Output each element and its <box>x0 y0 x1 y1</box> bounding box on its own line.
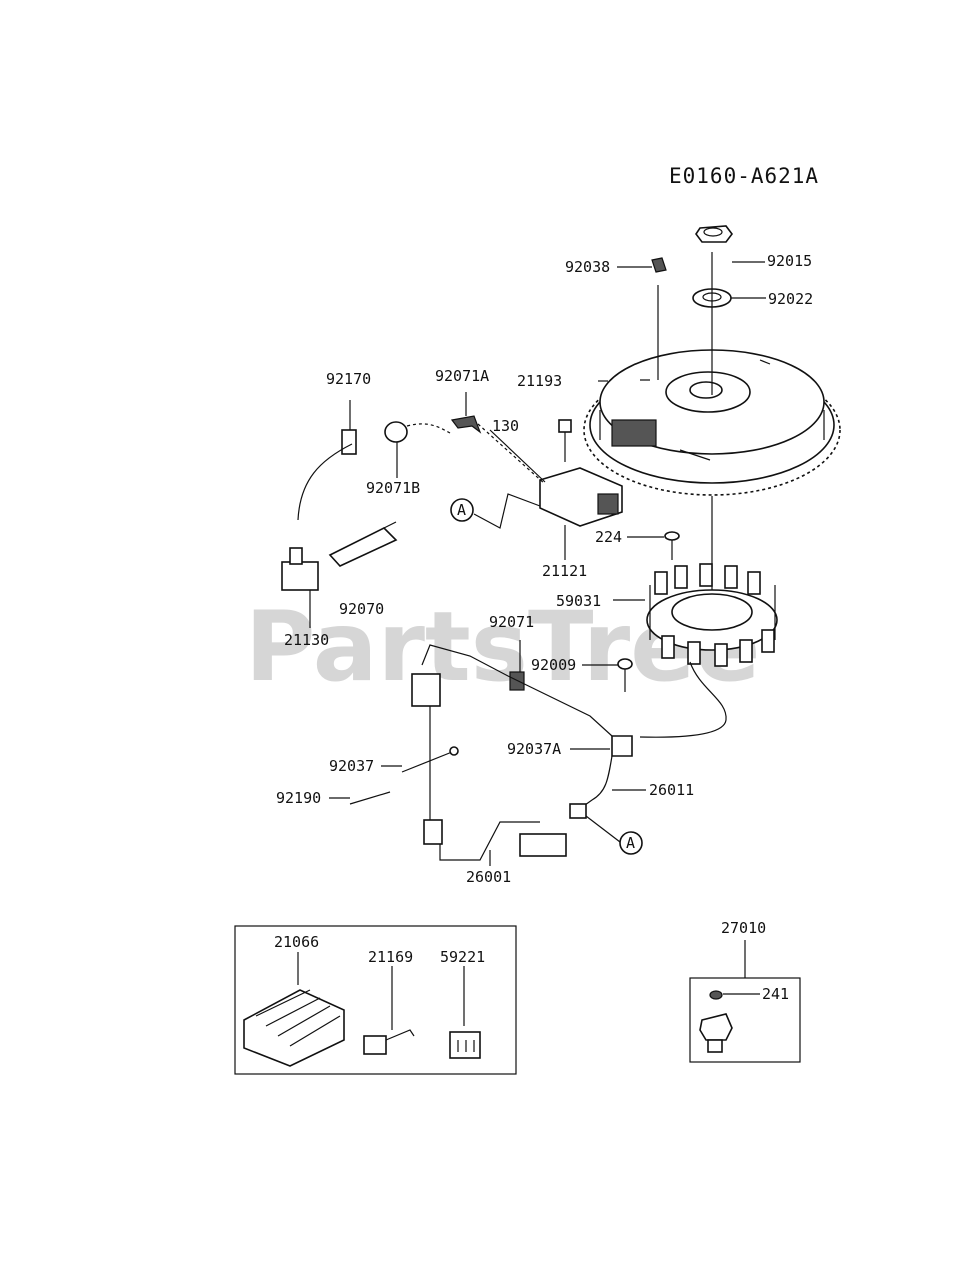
bracket-92037A[interactable] <box>611 735 633 757</box>
screw-241[interactable] <box>709 990 723 1000</box>
label-21193: 21193 <box>517 372 562 390</box>
callout-a-top: A <box>450 498 474 522</box>
plug-cap-92071B[interactable] <box>384 421 408 443</box>
label-21130: 21130 <box>284 631 329 649</box>
label-59221: 59221 <box>440 948 485 966</box>
label-224: 224 <box>595 528 622 546</box>
label-92071B: 92071B <box>366 479 420 497</box>
terminal-21169[interactable] <box>363 1029 415 1055</box>
label-92071: 92071 <box>489 613 534 631</box>
connector-59221[interactable] <box>449 1031 481 1059</box>
label-92071A: 92071A <box>435 367 489 385</box>
label-92038: 92038 <box>565 258 610 276</box>
label-92009: 92009 <box>531 656 576 674</box>
spark-plug-cap-21130[interactable] <box>281 547 319 591</box>
svg-text:A: A <box>457 501 466 519</box>
regulator-21066[interactable] <box>243 989 345 1067</box>
tie-92037[interactable] <box>401 746 459 773</box>
grommet-92071A[interactable] <box>450 415 482 434</box>
ignition-coil-21121[interactable] <box>489 429 623 527</box>
stator-59031[interactable] <box>646 563 778 667</box>
tie-92190[interactable] <box>349 791 391 805</box>
key-92038[interactable] <box>651 257 667 273</box>
svg-text:A: A <box>626 834 635 852</box>
wire-26011[interactable] <box>569 755 613 819</box>
label-27010: 27010 <box>721 919 766 937</box>
label-92170: 92170 <box>326 370 371 388</box>
label-92037: 92037 <box>329 757 374 775</box>
label-92037A: 92037A <box>507 740 561 758</box>
callout-a-bottom: A <box>619 831 643 855</box>
bolt-130[interactable] <box>558 419 572 462</box>
flywheel-21193[interactable] <box>583 349 841 496</box>
bolt-92009[interactable] <box>617 658 633 692</box>
label-21121: 21121 <box>542 562 587 580</box>
label-92022: 92022 <box>768 290 813 308</box>
label-92190: 92190 <box>276 789 321 807</box>
label-59031: 59031 <box>556 592 601 610</box>
label-26001: 26001 <box>466 868 511 886</box>
diagram-code: E0160-A621A <box>669 164 819 188</box>
wire-harness-26001[interactable] <box>411 644 613 861</box>
regulator-group-box <box>234 925 517 1075</box>
clamp-92170[interactable] <box>341 429 357 455</box>
label-92015: 92015 <box>767 252 812 270</box>
label-92070: 92070 <box>339 600 384 618</box>
label-26011: 26011 <box>649 781 694 799</box>
nut-92015[interactable] <box>695 225 733 243</box>
label-21066: 21066 <box>274 933 319 951</box>
oil-switch-27010[interactable] <box>699 1013 733 1053</box>
bolt-224[interactable] <box>664 531 680 560</box>
axis-lines <box>657 252 713 395</box>
label-21169: 21169 <box>368 948 413 966</box>
label-241: 241 <box>762 985 789 1003</box>
spark-plug-92070[interactable] <box>328 521 398 567</box>
label-130: 130 <box>492 417 519 435</box>
